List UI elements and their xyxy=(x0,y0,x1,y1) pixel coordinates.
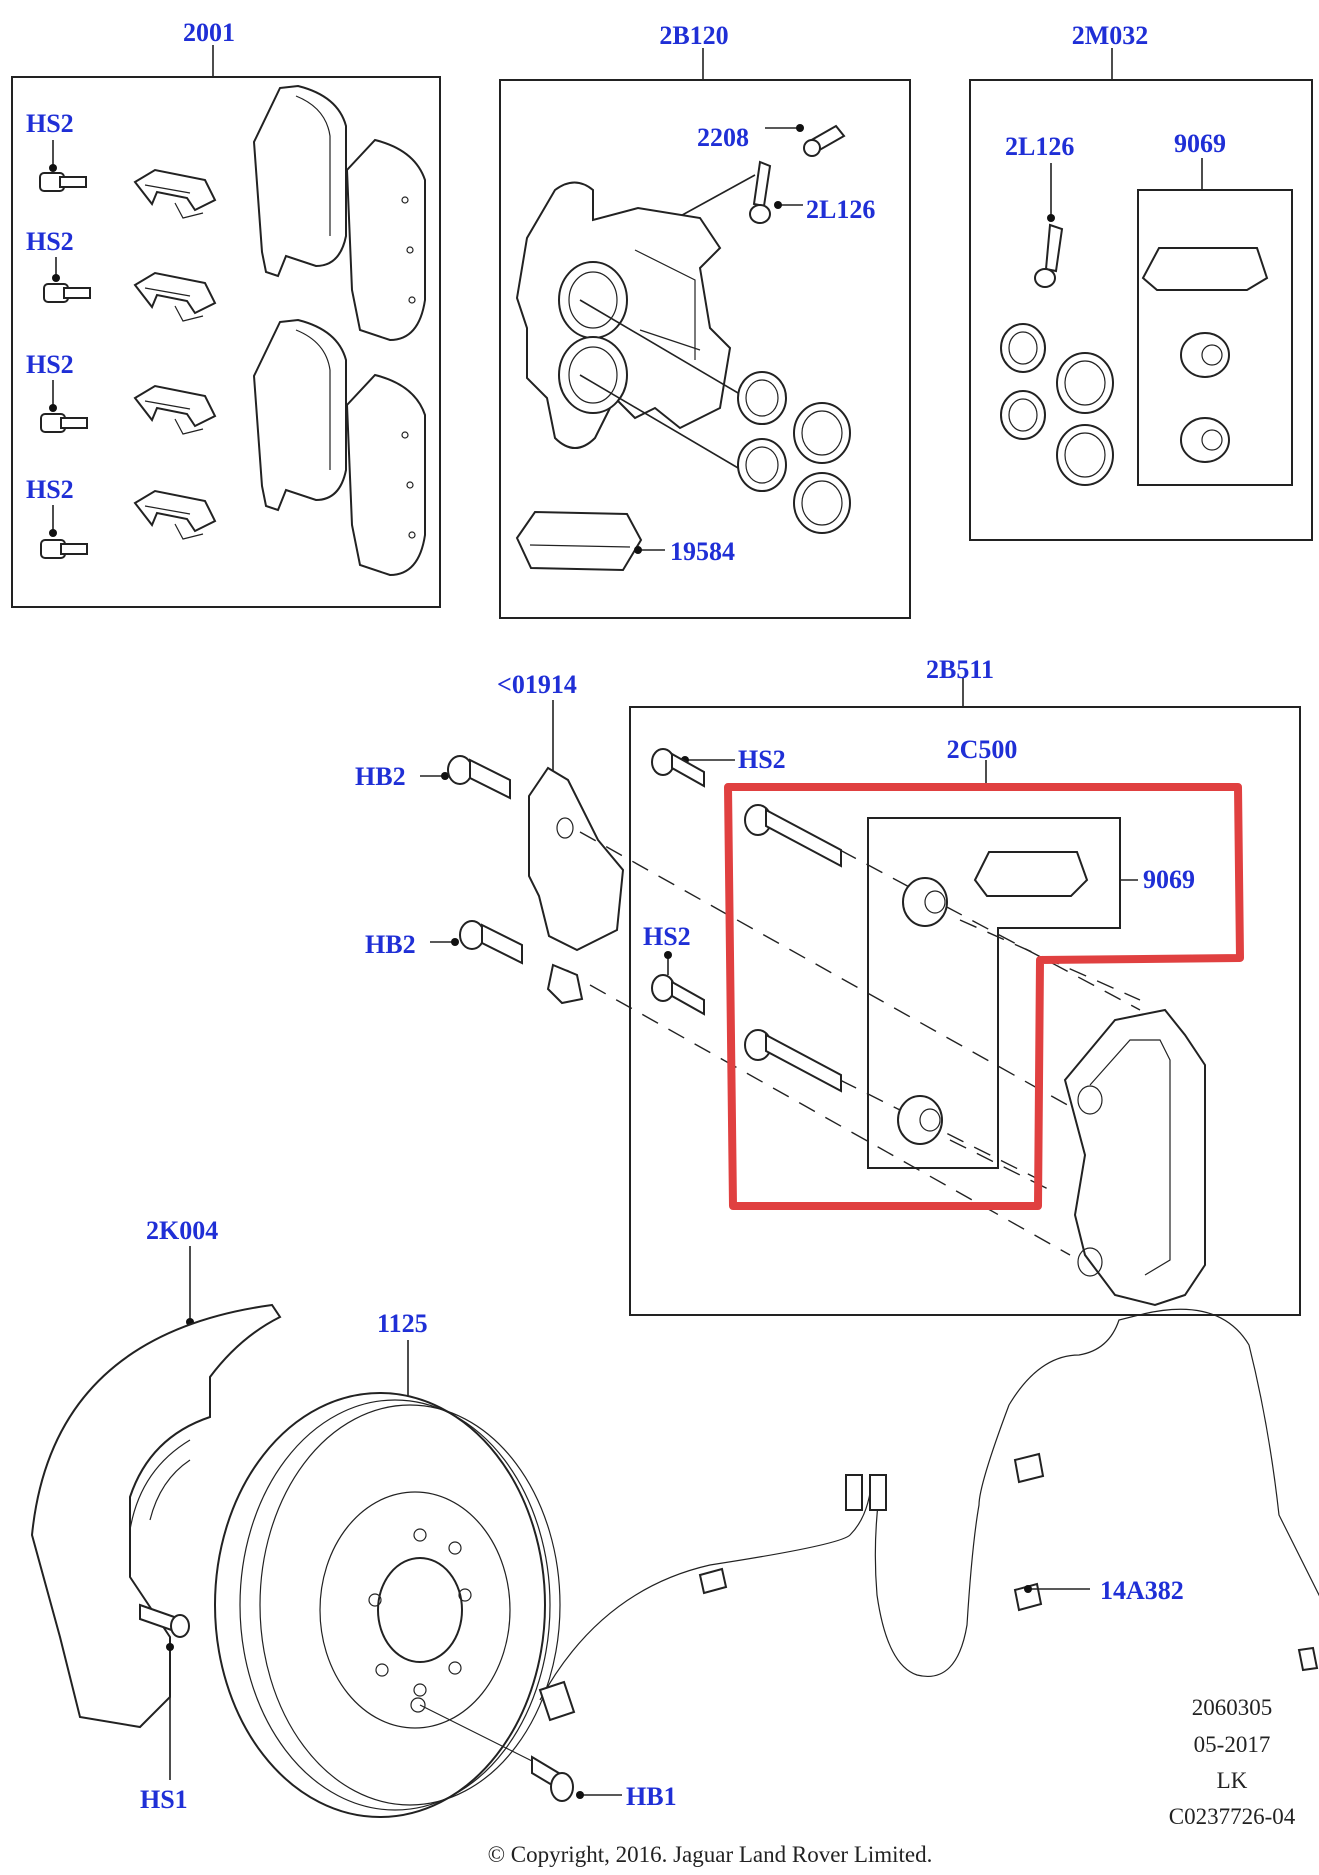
bolt-hs2-upper[interactable]: HS2 xyxy=(651,745,786,788)
dust-shield-2K004[interactable]: 2K004 xyxy=(30,1216,282,1729)
pad-clip[interactable] xyxy=(133,384,217,435)
svg-text:HB2: HB2 xyxy=(355,762,406,791)
bolt-hs2-3[interactable]: HS2 xyxy=(26,350,88,433)
boot-ring[interactable] xyxy=(1056,424,1114,486)
svg-text:HS1: HS1 xyxy=(140,1785,188,1814)
piston-seal[interactable] xyxy=(737,371,787,425)
kit-9069-inner-box xyxy=(867,817,1121,1169)
ref-initials: LK xyxy=(1217,1768,1248,1793)
svg-text:19584: 19584 xyxy=(670,537,735,566)
pad-clip[interactable] xyxy=(133,271,217,322)
group-2M032-box xyxy=(969,79,1313,541)
svg-text:14A382: 14A382 xyxy=(1100,1576,1184,1605)
piston-boot[interactable] xyxy=(793,402,851,464)
piston-seal[interactable] xyxy=(737,438,787,492)
svg-text:2L126: 2L126 xyxy=(1005,132,1074,161)
group-2B120-box xyxy=(499,79,911,619)
piston-boot[interactable] xyxy=(793,472,851,534)
group-2B511: 2B511 HS2 HS2 2C500 xyxy=(579,655,1301,1316)
guide-pin-bush[interactable] xyxy=(902,877,948,927)
wear-sensor-14A382[interactable]: 14A382 xyxy=(538,1308,1319,1722)
grease-sachet[interactable] xyxy=(1141,247,1269,291)
boot-ring[interactable] xyxy=(1056,352,1114,414)
ref-number: 2060305 xyxy=(1192,1695,1273,1720)
bolt-hs2-lower[interactable]: HS2 xyxy=(643,922,705,1016)
group-2B120: 2B120 2208 2L126 xyxy=(499,21,911,619)
bolt-hb2-upper[interactable]: HB2 xyxy=(355,755,511,800)
kit-9069-box xyxy=(1137,189,1293,486)
svg-text:HS2: HS2 xyxy=(26,350,74,379)
group-2B511-label: 2B511 xyxy=(926,655,994,684)
svg-text:HS2: HS2 xyxy=(738,745,786,774)
caliper-carrier-bracket[interactable] xyxy=(1063,1008,1206,1307)
seal-ring[interactable] xyxy=(1000,390,1046,440)
svg-text:2L126: 2L126 xyxy=(806,195,875,224)
svg-text:HS2: HS2 xyxy=(643,922,691,951)
guide-pin-bush[interactable] xyxy=(1180,332,1230,378)
group-2001-box xyxy=(11,76,441,608)
pad-clip[interactable] xyxy=(133,168,217,219)
brake-pad-upper-inner[interactable] xyxy=(252,84,347,278)
brake-disc-1125[interactable]: 1125 xyxy=(214,1309,561,1818)
highlight-2C500 xyxy=(724,783,1244,1210)
part-01914-label: <01914 xyxy=(497,670,577,699)
svg-text:HB2: HB2 xyxy=(365,930,416,959)
caliper-shield-plate[interactable] xyxy=(528,766,625,1005)
guide-pin[interactable] xyxy=(744,804,842,868)
guide-pin-bush[interactable] xyxy=(897,1095,943,1145)
group-2B511-box xyxy=(629,706,1301,1316)
guide-pin[interactable] xyxy=(744,1029,842,1093)
svg-text:HS2: HS2 xyxy=(26,475,74,504)
ref-code: C0237726-04 xyxy=(1169,1804,1296,1829)
copyright-notice: © Copyright, 2016. Jaguar Land Rover Lim… xyxy=(488,1842,933,1867)
group-2C500-label: 2C500 xyxy=(947,735,1018,764)
svg-text:HB1: HB1 xyxy=(626,1782,677,1811)
group-2M032: 2M032 2L126 9069 xyxy=(969,21,1313,541)
kit-9069-label: 9069 xyxy=(1174,129,1226,158)
mounting-hardware: <01914 HB2 HB2 xyxy=(355,670,625,1005)
svg-text:2K004: 2K004 xyxy=(146,1216,218,1245)
guide-pin-bush[interactable] xyxy=(1180,417,1230,463)
bolt-hs2-2[interactable]: HS2 xyxy=(26,227,91,303)
pad-clip[interactable] xyxy=(133,489,217,540)
bolt-hs2-1[interactable]: HS2 xyxy=(26,109,87,192)
svg-text:1125: 1125 xyxy=(377,1309,428,1338)
group-2M032-label: 2M032 xyxy=(1072,21,1149,50)
bolt-hs1[interactable]: HS1 xyxy=(139,1603,190,1814)
svg-text:2208: 2208 xyxy=(697,123,749,152)
brake-pad-lower-outer[interactable] xyxy=(345,373,426,577)
kit-9069-inner-label: 9069 xyxy=(1143,865,1195,894)
bolt-hs2-4[interactable]: HS2 xyxy=(26,475,88,559)
grease-sachet[interactable] xyxy=(973,851,1089,897)
brake-pad-upper-outer[interactable] xyxy=(345,138,426,342)
svg-text:HS2: HS2 xyxy=(26,227,74,256)
bleed-screw-2208[interactable]: 2208 xyxy=(697,123,846,157)
caliper-housing[interactable] xyxy=(515,181,732,449)
bolt-hb1[interactable]: HB1 xyxy=(419,1704,677,1811)
bolt-hb2-lower[interactable]: HB2 xyxy=(365,920,523,965)
brake-pad-lower-inner[interactable] xyxy=(252,318,347,512)
bleed-cap-2L126[interactable]: 2L126 xyxy=(1005,132,1074,288)
grease-sachet-19584[interactable]: 19584 xyxy=(515,510,735,572)
drawing-reference: 2060305 05-2017 LK C0237726-04 xyxy=(1169,1695,1296,1829)
group-2B120-label: 2B120 xyxy=(659,21,728,50)
group-2001: 2001 HS2 HS2 HS2 HS2 xyxy=(11,18,441,608)
svg-text:HS2: HS2 xyxy=(26,109,74,138)
seal-ring[interactable] xyxy=(1000,323,1046,373)
group-2001-label: 2001 xyxy=(183,18,235,47)
bleed-cap-2L126[interactable]: 2L126 xyxy=(749,160,875,224)
ref-date: 05-2017 xyxy=(1194,1732,1271,1757)
